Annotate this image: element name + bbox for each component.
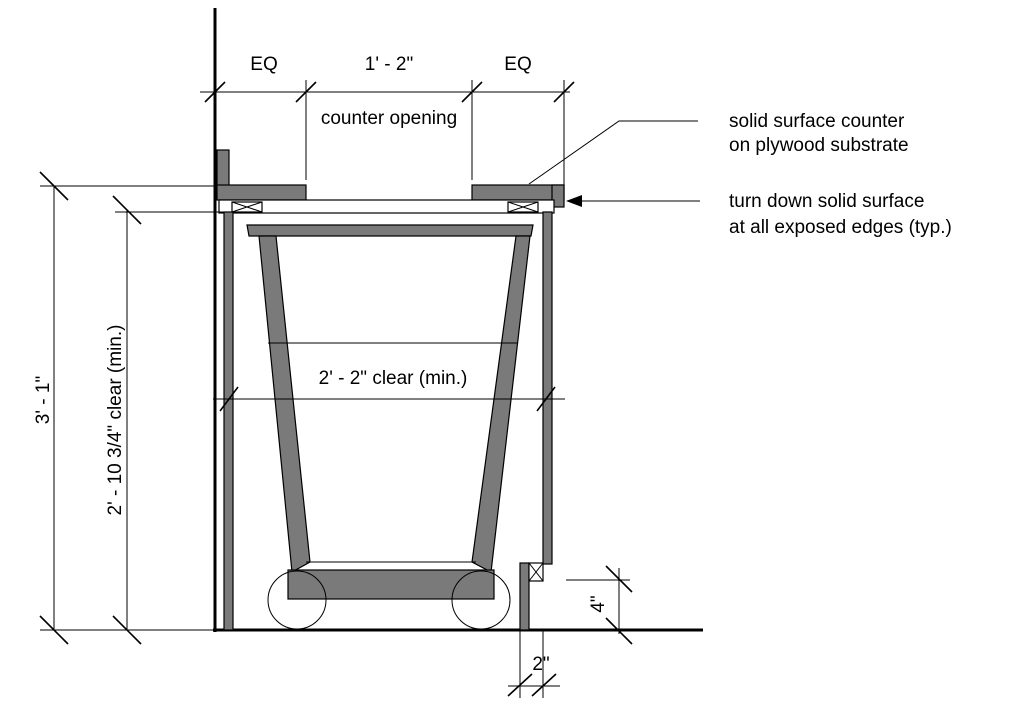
countertop-right <box>471 184 565 201</box>
note-edge-line1: turn down solid surface <box>729 191 924 212</box>
dimension-clear-height <box>112 195 224 645</box>
leader-counter-note <box>528 120 698 185</box>
dim-toe-kick-height: 4" <box>588 595 609 612</box>
bin-left-wall <box>258 235 311 573</box>
dim-eq-left: EQ <box>250 54 277 75</box>
bin-right-wall <box>471 235 531 573</box>
dim-clear-height: 2' - 10 3/4" clear (min.) <box>105 325 126 516</box>
blocking-left <box>231 201 263 213</box>
wheel-right <box>451 570 511 630</box>
dim-toe-kick-depth: 2" <box>532 654 549 675</box>
counter-edge-turndown <box>551 184 565 208</box>
dimension-toe-kick-depth <box>507 630 560 698</box>
dim-eq-right: EQ <box>504 54 531 75</box>
counter-opening-label: counter opening <box>321 108 457 129</box>
dimension-toe-kick-height <box>566 565 633 645</box>
bin-rim <box>246 224 534 237</box>
cabinet-back-panel <box>223 211 234 631</box>
dim-clear-width: 2' - 2" clear (min.) <box>319 368 468 389</box>
dim-opening-width: 1' - 2" <box>365 54 413 75</box>
dimension-overall-height <box>39 171 217 645</box>
toe-kick-panel <box>519 562 530 631</box>
leader-edge-note <box>566 195 700 207</box>
wheel-left <box>267 570 327 630</box>
blocking-right <box>507 201 539 213</box>
note-edge-line2: at all exposed edges (typ.) <box>729 217 952 238</box>
note-counter-line2: on plywood substrate <box>729 135 909 156</box>
dim-overall-height: 3' - 1" <box>33 376 54 424</box>
countertop-left <box>216 184 307 201</box>
cabinet-front-panel <box>542 211 553 565</box>
note-counter-line1: solid surface counter <box>729 111 905 132</box>
dimension-clear-width <box>213 386 565 412</box>
bin-dolly <box>287 569 495 600</box>
plywood-substrate <box>218 199 555 214</box>
dimension-top <box>200 80 575 185</box>
backsplash <box>216 149 230 187</box>
toe-kick-blocking <box>528 562 544 582</box>
